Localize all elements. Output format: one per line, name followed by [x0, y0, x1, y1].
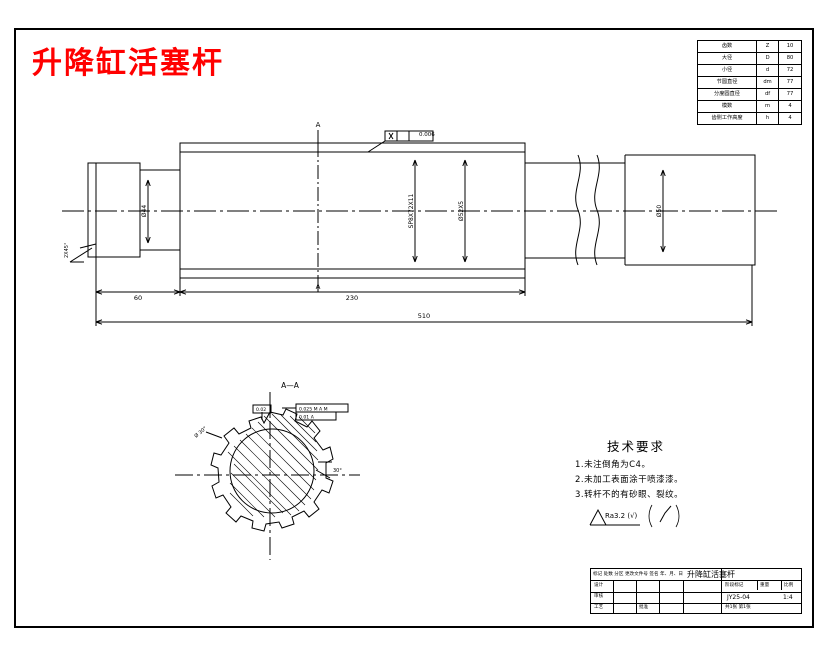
dim-60 [95, 257, 181, 296]
shaft-left-end-details [87, 163, 97, 257]
title-block-stage-mark: 阶段标记 [725, 583, 744, 588]
section-angle-right: 30° [333, 468, 342, 474]
param-value: 72 [778, 64, 802, 77]
section-view-title: A—A [281, 381, 300, 390]
shaft-right-end [624, 154, 756, 266]
break-line-symbol [575, 154, 600, 266]
dim-d50 [660, 169, 666, 253]
dim-label-d44: Ø44 [141, 205, 148, 218]
section-hatching [227, 413, 319, 518]
title-block: 标记 处数 分区 更改文件号 签名 年、月、日 设计 审核 工艺 批准 阶段标记… [590, 568, 802, 614]
dim-label-d52x5: Ø52X5 [458, 201, 465, 221]
spline-profile [210, 408, 334, 532]
title-block-row-check: 审核 [594, 594, 604, 599]
dim-d44 [145, 179, 151, 244]
roughness-label: Ra3.2 (√) [605, 512, 638, 520]
dim-spline [412, 159, 418, 263]
section-tol-box3: 0.02 [256, 407, 266, 413]
table-row: 齿侧工作高度 h 4 [696, 112, 802, 125]
dim-label-chamfer: 2X45° [64, 242, 70, 258]
title-block-row-approve: 批准 [639, 605, 649, 610]
title-block-part-name: 升降缸活塞杆 [687, 570, 735, 579]
dim-510 [95, 265, 753, 326]
section-mark-label-bottom: A [316, 283, 321, 291]
technical-requirements: 技术要求 1.未注倒角为C4。 2.未加工表面涂干喷漆漆。 3.转杆不的有砂眼、… [575, 436, 765, 500]
dim-label-510: 510 [418, 312, 430, 320]
section-tol-box1: 0.025 M A M [299, 407, 328, 413]
title-block-standard-line: 标记 处数 分区 更改文件号 签名 年、月、日 [593, 571, 683, 577]
title-block-sheet-info: 共1张 第1张 [725, 605, 751, 610]
tech-req-line: 3.转杆不的有砂眼、裂纹。 [575, 490, 684, 500]
roughness-symbol-parenthesis [648, 504, 680, 528]
param-symbol: D [756, 52, 780, 65]
tech-req-line: 2.未加工表面涂干喷漆漆。 [575, 475, 684, 485]
dim-label-60: 60 [134, 294, 142, 302]
title-block-row-design: 设计 [594, 583, 604, 588]
section-tol-box2: 0.01 A [299, 415, 315, 421]
table-row: 模数 m 4 [696, 100, 802, 113]
chamfer-leader [69, 243, 97, 263]
section-mark-label-top: A [316, 121, 321, 129]
table-row: 节圆直径 dm 77 [696, 76, 802, 89]
dim-label-230: 230 [346, 294, 358, 302]
red-title: 升降缸活塞杆 [32, 46, 224, 81]
tech-req-title: 技术要求 [607, 439, 666, 454]
dim-label-d50: Ø50 [656, 205, 663, 218]
title-block-weight: 重量 [760, 583, 770, 588]
gear-parameter-table: 齿数 Z 10 大径 D 80 小径 d 72 节圆直径 dm 77 分度圆直径 [696, 40, 802, 125]
gdt-flag-top [367, 130, 434, 153]
section-mark-bottom [310, 277, 319, 292]
section-view-aa [175, 392, 360, 560]
shaft-spline-flank-lines [180, 151, 525, 270]
gdt-tolerance-value: 0.006 [419, 132, 435, 138]
sheet-border [14, 28, 814, 628]
roughness-symbol [589, 505, 672, 526]
tech-req-line: 1.未注倒角为C4。 [575, 460, 651, 470]
title-block-drawing-no: JY25-04 [727, 594, 750, 601]
dim-label-spline: SP8X72X11 [408, 193, 415, 228]
section-mark-top [310, 130, 319, 144]
title-block-row-process: 工艺 [594, 605, 604, 610]
param-value: 4 [778, 112, 802, 125]
param-symbol: h [756, 112, 780, 125]
title-block-scale-value: 1:4 [783, 594, 793, 601]
dim-230 [179, 278, 526, 296]
dim-d52x5 [462, 159, 468, 263]
title-block-scale-label: 比例 [784, 583, 794, 588]
table-row: 小径 d 72 [696, 64, 802, 77]
